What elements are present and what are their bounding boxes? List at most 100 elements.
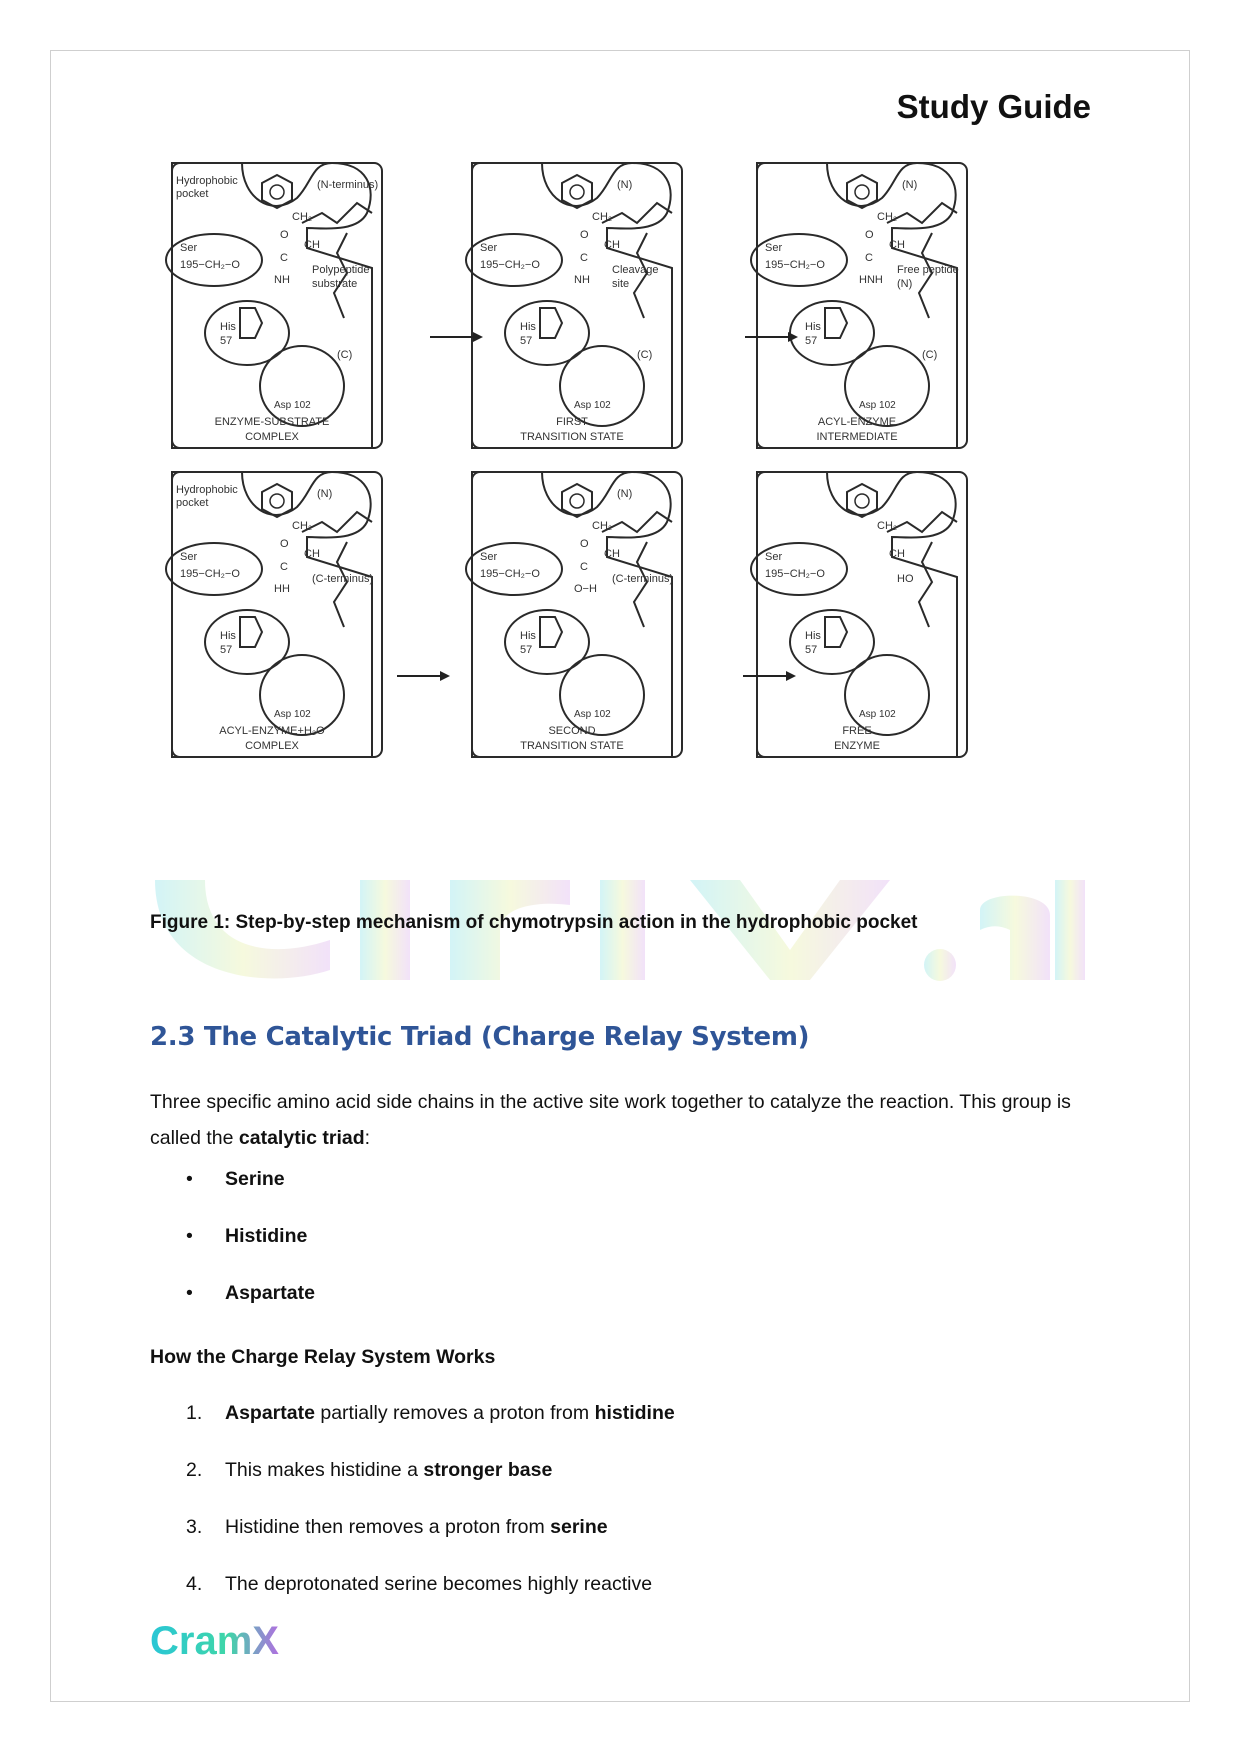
benzene-ring — [261, 482, 293, 519]
ch-label: CH — [604, 239, 620, 251]
peptide-chain — [301, 510, 373, 534]
pocket-label: pocket — [176, 188, 208, 200]
ser-label: Ser — [765, 551, 782, 563]
ser-label: Ser — [765, 242, 782, 254]
asp-lobe — [844, 654, 930, 736]
document-header-title: Study Guide — [896, 88, 1091, 125]
his-lobe — [504, 609, 590, 675]
ser-group-label: 195−CH₂−O — [480, 568, 540, 580]
side-chain — [917, 232, 934, 319]
amide-label: HNH — [859, 274, 883, 286]
section-heading: 2.3 The Catalytic Triad (Charge Relay Sy… — [150, 1022, 810, 1052]
ch2-label: CH₂ — [877, 211, 897, 223]
panel-caption-line: ENZYME — [834, 740, 880, 752]
his-number-label: 57 — [805, 335, 817, 347]
his-number-label: 57 — [220, 335, 232, 347]
step-number: 1. — [186, 1402, 203, 1424]
his-lobe — [204, 300, 290, 366]
benzene-ring — [846, 173, 878, 210]
his-label: His — [805, 630, 821, 642]
ser-lobe — [465, 542, 563, 596]
asp-lobe — [259, 654, 345, 736]
carbonyl-c-label: C — [865, 252, 873, 264]
annotation-label: site — [612, 278, 629, 290]
annotation-label: Free peptide — [897, 264, 959, 276]
panel-frame — [471, 162, 683, 449]
ch-label: CH — [304, 548, 320, 560]
pocket-label: Hydrophobic — [176, 484, 238, 496]
carbonyl-o-label: O — [580, 538, 589, 550]
charge-relay-subheading: How the Charge Relay System Works — [150, 1346, 496, 1368]
side-chain — [332, 232, 349, 319]
c-terminus-label: (C) — [637, 349, 652, 361]
arrow-3 — [397, 671, 450, 681]
peptide-chain — [601, 201, 673, 225]
cramx-logo: CramX — [150, 1619, 279, 1663]
step-text: Aspartate partially removes a proton fro… — [225, 1402, 675, 1424]
panel-caption-line: ENZYME-SUBSTRATE — [215, 416, 330, 428]
arrow-4 — [743, 671, 796, 681]
imidazole-ring — [239, 616, 264, 648]
c-terminus-label: (C) — [337, 349, 352, 361]
annotation-label: Polypeptide — [312, 264, 370, 276]
his-label: His — [805, 321, 821, 333]
asp-lobe — [559, 654, 645, 736]
asp-label: Asp 102 — [274, 709, 311, 720]
ch2-label: CH₂ — [877, 520, 897, 532]
annotation-label: (C-terminus) — [612, 573, 673, 585]
carbonyl-c-label: C — [280, 561, 288, 573]
panel-frame — [171, 162, 383, 449]
side-chain — [632, 232, 649, 319]
asp-label: Asp 102 — [859, 709, 896, 720]
imidazole-ring — [539, 307, 564, 339]
asp-label: Asp 102 — [859, 400, 896, 411]
ser-group-label: 195−CH₂−O — [180, 259, 240, 271]
pocket-label: Hydrophobic — [176, 175, 238, 187]
asp-label: Asp 102 — [274, 400, 311, 411]
ser-group-label: 195−CH₂−O — [765, 259, 825, 271]
asp-lobe — [844, 345, 930, 427]
imidazole-ring — [824, 616, 849, 648]
side-chain — [632, 541, 649, 628]
panel-frame — [471, 471, 683, 758]
terminus-label: (N) — [617, 179, 632, 191]
ser-lobe — [465, 233, 563, 287]
step-number: 4. — [186, 1573, 203, 1595]
page-border — [50, 50, 1190, 1702]
his-lobe — [789, 609, 875, 675]
bullet-icon: • — [186, 1282, 193, 1304]
bullet-text: Serine — [225, 1168, 285, 1190]
panel-caption-line: FIRST — [556, 416, 588, 428]
ser-label: Ser — [480, 551, 497, 563]
his-number-label: 57 — [805, 644, 817, 656]
amide-label: HH — [274, 583, 290, 595]
imidazole-ring — [239, 307, 264, 339]
his-number-label: 57 — [520, 644, 532, 656]
annotation-label: (N) — [897, 278, 912, 290]
ch-label: CH — [304, 239, 320, 251]
ch-label: CH — [889, 239, 905, 251]
arrow-1 — [430, 332, 483, 342]
panel-caption-line: INTERMEDIATE — [816, 431, 897, 443]
step-text: This makes histidine a stronger base — [225, 1459, 553, 1481]
terminus-label: (N) — [902, 179, 917, 191]
ch2-label: CH₂ — [592, 520, 612, 532]
his-lobe — [204, 609, 290, 675]
imidazole-ring — [824, 307, 849, 339]
intro-bold-term: catalytic triad — [238, 1127, 365, 1149]
bullet-text: Histidine — [225, 1225, 308, 1247]
imidazole-ring — [539, 616, 564, 648]
annotation-label: HO — [897, 573, 914, 585]
ch2-label: CH₂ — [292, 211, 312, 223]
annotation-label: (C-terminus) — [312, 573, 373, 585]
carbonyl-c-label: C — [580, 252, 588, 264]
figure-caption: Figure 1: Step-by-step mechanism of chym… — [150, 912, 918, 933]
ser-lobe — [165, 233, 263, 287]
amide-label: NH — [274, 274, 290, 286]
peptide-chain — [886, 201, 958, 225]
panel-caption-line: TRANSITION STATE — [520, 740, 624, 752]
